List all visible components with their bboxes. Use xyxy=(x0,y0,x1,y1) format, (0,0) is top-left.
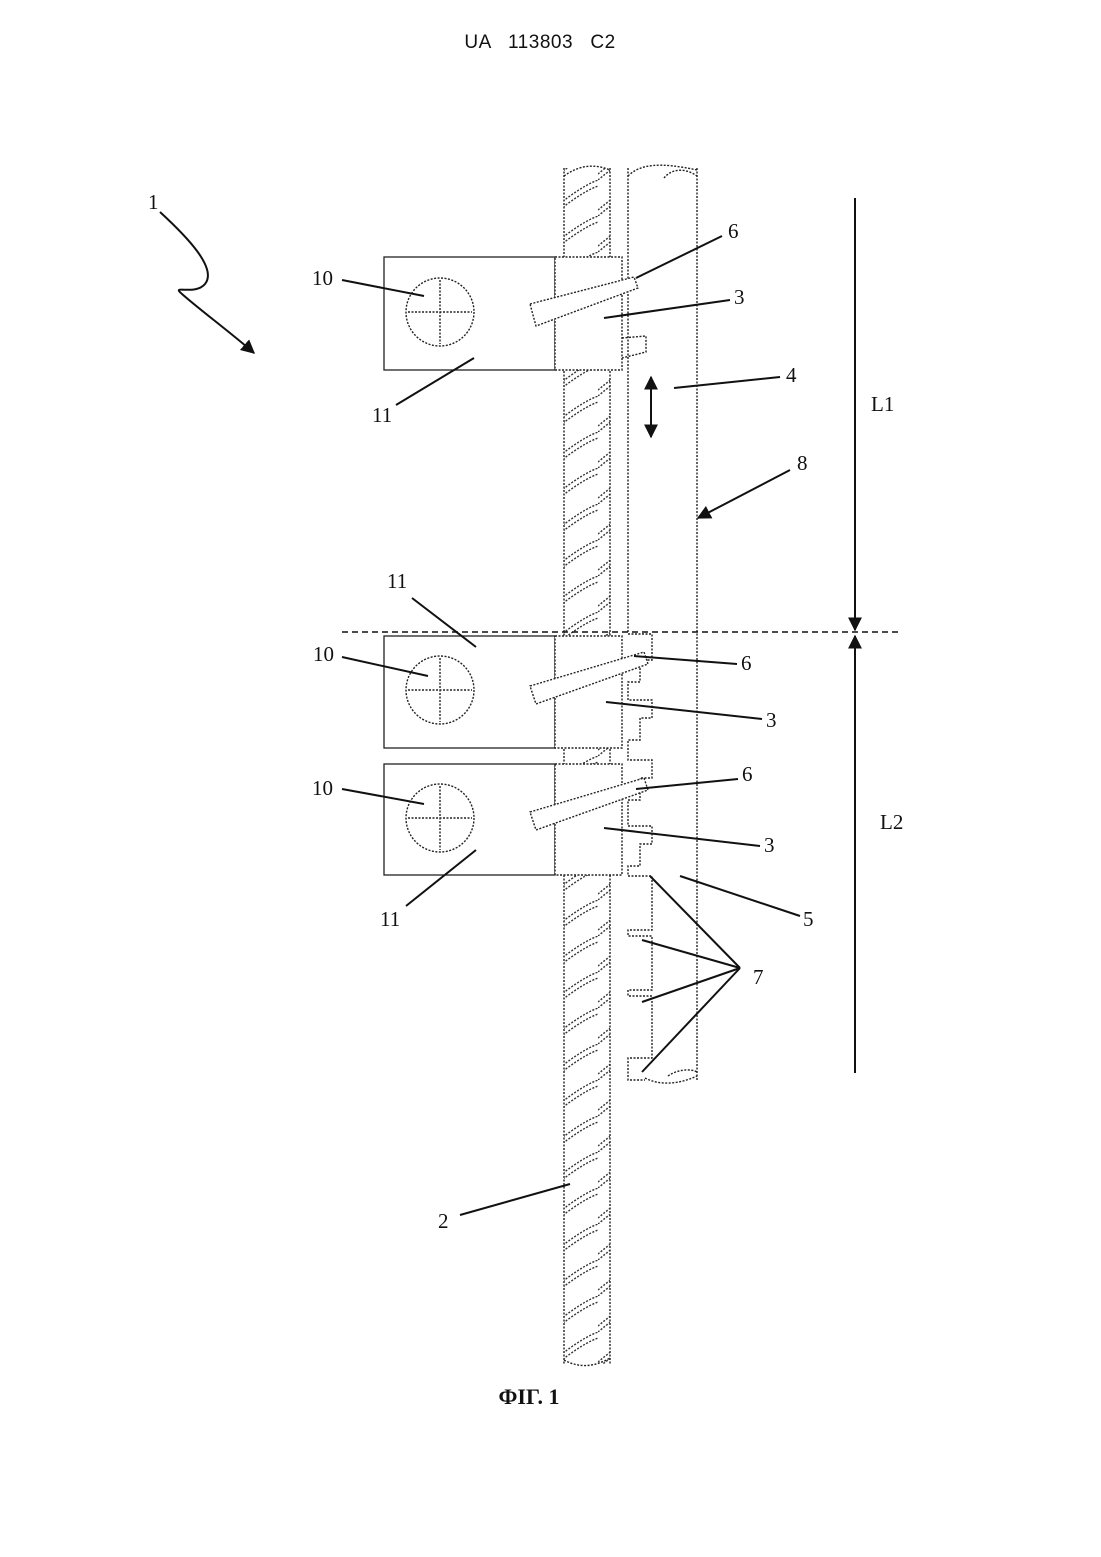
label-body-mid: 11 xyxy=(387,569,407,593)
label-body-top: 11 xyxy=(372,403,392,427)
label-teeth: 7 xyxy=(753,965,764,989)
label-clamp-mid: 3 xyxy=(766,708,777,732)
label-clamp-top: 3 xyxy=(734,285,745,309)
label-length-1: L1 xyxy=(871,392,894,416)
label-wedge-mid: 6 xyxy=(741,651,752,675)
figure-caption: ФІГ. 1 xyxy=(0,1384,1058,1410)
label-bolt-bottom: 10 xyxy=(312,776,333,800)
clamp-assembly-middle xyxy=(384,636,648,748)
label-clamp-bottom: 3 xyxy=(764,833,775,857)
label-wedge-bottom: 6 xyxy=(742,762,753,786)
label-bolt-mid: 10 xyxy=(313,642,334,666)
clamp-assembly-top xyxy=(384,257,646,370)
label-body-bottom: 11 xyxy=(380,907,400,931)
label-wedge-top: 6 xyxy=(728,219,739,243)
label-assembly: 1 xyxy=(148,190,159,214)
label-bolt-top: 10 xyxy=(312,266,333,290)
assembly-pointer xyxy=(160,212,254,353)
tooth-profile xyxy=(628,634,652,1080)
label-rebar: 2 xyxy=(438,1209,449,1233)
label-rail-upper: 4 xyxy=(786,363,797,387)
label-length-2: L2 xyxy=(880,810,903,834)
label-guide: 8 xyxy=(797,451,808,475)
label-rail-lower: 5 xyxy=(803,907,814,931)
clamp-assembly-bottom xyxy=(384,764,648,875)
